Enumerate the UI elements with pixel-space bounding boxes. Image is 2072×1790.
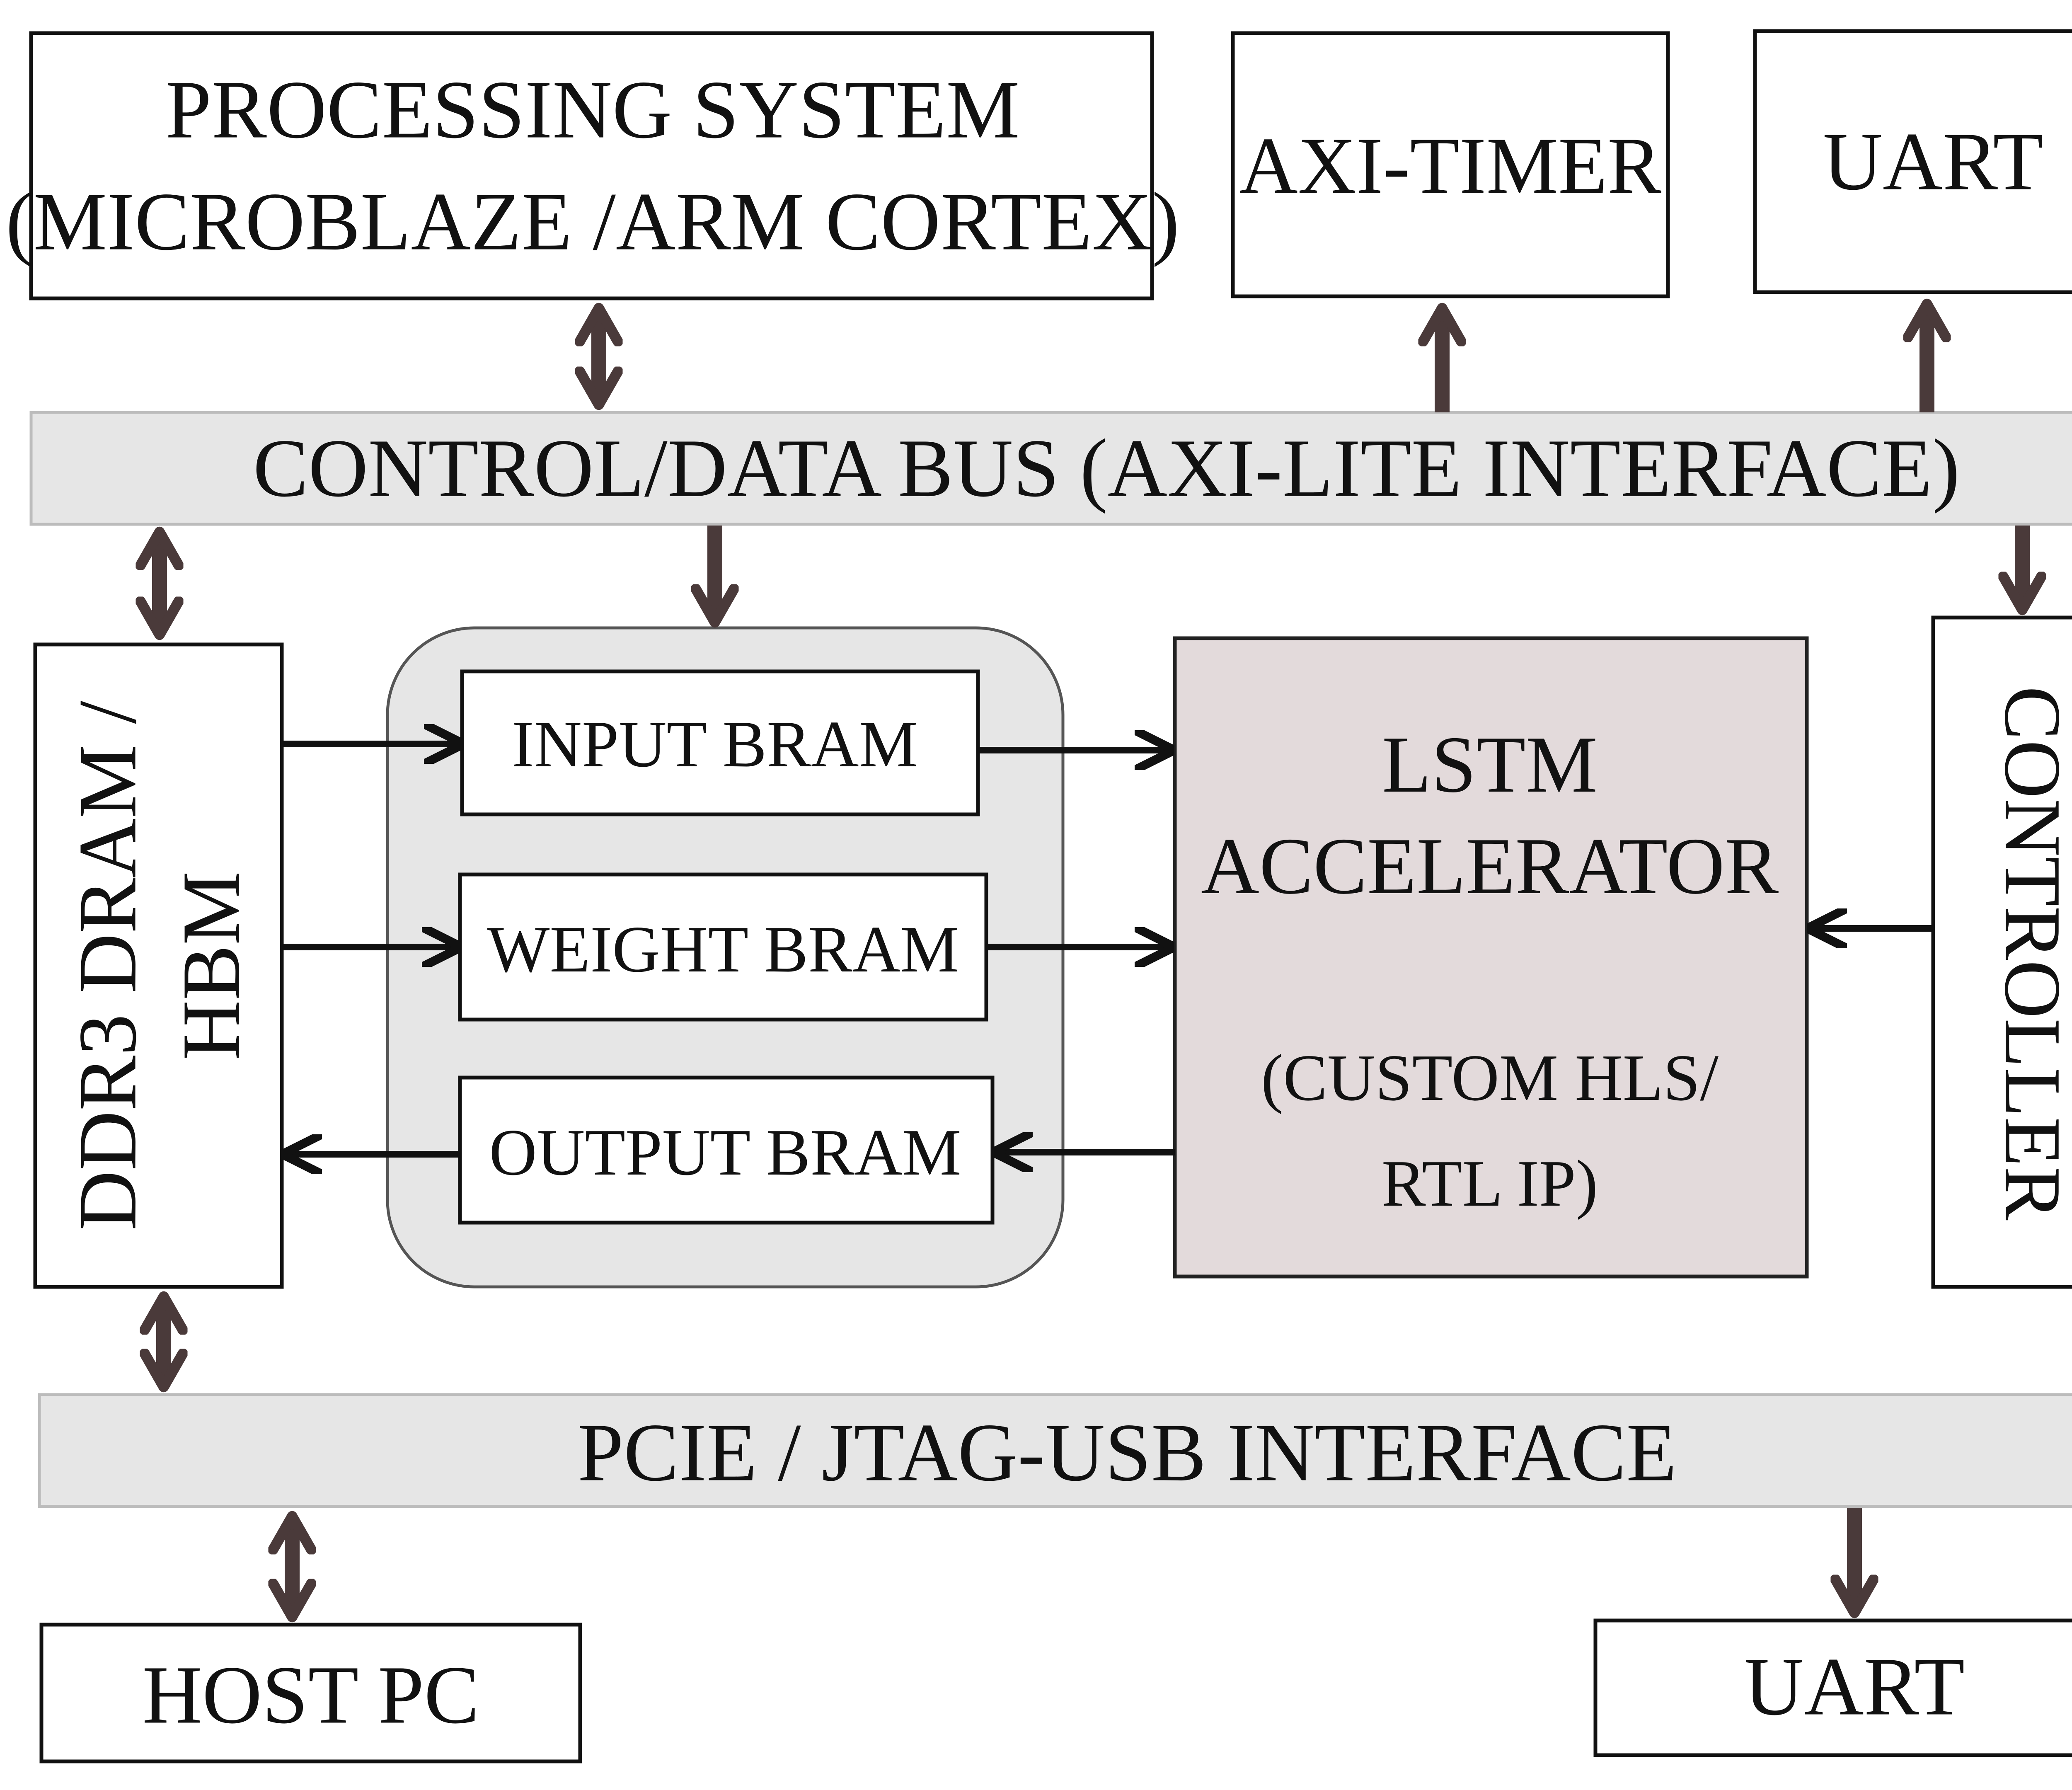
ddr-memory-block: DDR3 DRAM / HBM xyxy=(33,642,284,1289)
output-bram-label: OUTPUT BRAM xyxy=(489,1115,961,1189)
weight-bram-label: WEIGHT BRAM xyxy=(487,912,959,986)
processing-system-block: PROCESSING SYSTEM (MICROBLAZE /ARM CORTE… xyxy=(6,31,1179,300)
lstm-label-line3: (CUSTOM HLS/ xyxy=(1261,1041,1719,1114)
pcie-jtag-bus-label: PCIE / JTAG-USB INTERFACE xyxy=(578,1407,1677,1499)
control-data-bus: CONTROL/DATA BUS (AXI-LITE INTERFACE) xyxy=(29,411,2072,526)
uart-top-label: UART xyxy=(1823,116,2043,208)
processing-system-label-line1: PROCESSING SYSTEM xyxy=(165,64,1020,156)
output-bram-block: OUTPUT BRAM xyxy=(458,1075,995,1225)
weight-bram-block: WEIGHT BRAM xyxy=(458,872,988,1022)
processing-system-label-line2: (MICROBLAZE /ARM CORTEX) xyxy=(6,176,1179,268)
input-bram-block: INPUT BRAM xyxy=(460,669,980,816)
control-data-bus-label: CONTROL/DATA BUS (AXI-LITE INTERFACE) xyxy=(253,423,1960,514)
input-bram-label: INPUT BRAM xyxy=(512,707,917,781)
host-pc-block: HOST PC xyxy=(39,1623,582,1763)
axi-timer-label: AXI-TIMER xyxy=(1239,121,1661,211)
bram-group: INPUT BRAM WEIGHT BRAM OUTPUT BRAM xyxy=(386,626,1065,1289)
axi-timer-block: AXI-TIMER xyxy=(1231,31,1670,298)
controller-block: CONTROLLER xyxy=(1931,615,2072,1289)
ddr-label-line1: DDR3 DRAM / xyxy=(62,701,154,1230)
uart-bottom-block: UART xyxy=(1593,1618,2072,1757)
uart-top-block: UART xyxy=(1753,29,2072,294)
host-pc-label: HOST PC xyxy=(142,1650,479,1741)
ddr-label-line2: HBM xyxy=(166,871,257,1060)
lstm-label-line4: RTL IP) xyxy=(1382,1146,1598,1220)
uart-bottom-label: UART xyxy=(1744,1641,1965,1733)
lstm-label-line2: ACCELERATOR xyxy=(1201,821,1779,911)
lstm-accelerator-block: LSTM ACCELERATOR (CUSTOM HLS/ RTL IP) xyxy=(1173,636,1809,1279)
controller-label: CONTROLLER xyxy=(1988,686,2072,1220)
lstm-label-line1: LSTM xyxy=(1382,720,1598,809)
pcie-jtag-bus: PCIE / JTAG-USB INTERFACE xyxy=(38,1393,2072,1508)
